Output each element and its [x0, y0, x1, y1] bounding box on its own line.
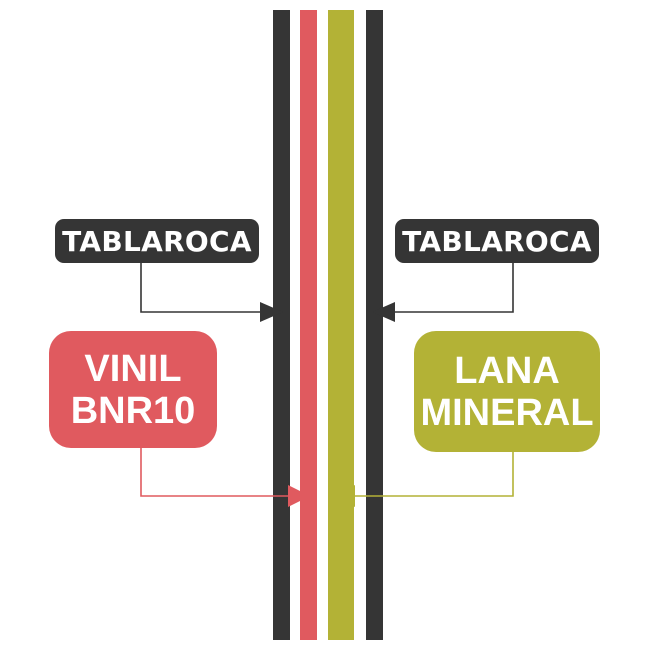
- arrowhead-icon: [372, 302, 395, 322]
- layer-lana-mineral: [328, 10, 354, 640]
- label-vinil-bnr10: VINIL BNR10: [49, 331, 217, 448]
- arrowhead-icon: [288, 485, 310, 507]
- arrowhead-icon: [260, 302, 283, 322]
- label-tablaroca-left: TABLAROCA: [55, 219, 259, 263]
- layer-tablaroca-right: [366, 10, 383, 640]
- connector-lana-mineral: [333, 451, 514, 507]
- layer-vinil: [300, 10, 317, 640]
- layer-tablaroca-left: [273, 10, 290, 640]
- label-tablaroca-right: TABLAROCA: [395, 219, 599, 263]
- connector-tablaroca-right: [372, 262, 514, 322]
- connector-vinil: [140, 447, 310, 507]
- connector-tablaroca-left: [140, 262, 283, 322]
- arrowhead-icon: [333, 485, 355, 507]
- label-lana-mineral: LANA MINERAL: [414, 331, 600, 452]
